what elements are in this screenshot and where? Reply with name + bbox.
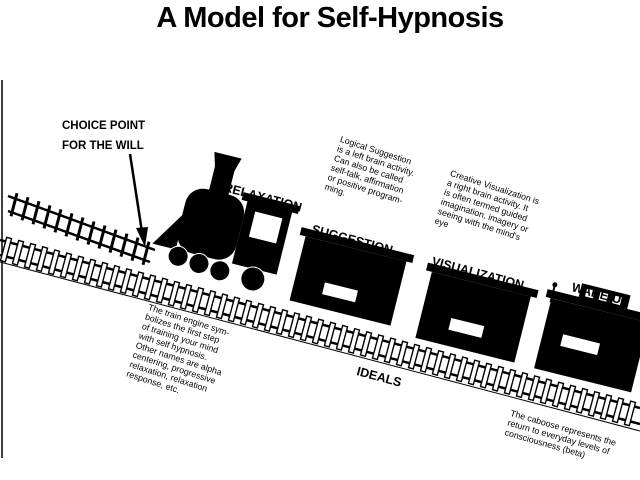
- track-tie: [275, 308, 289, 336]
- track-tie: [311, 318, 325, 345]
- choice-point-label: CHOICE POINT FOR THE WILL: [62, 116, 172, 156]
- track-tie: [71, 255, 85, 282]
- car-visualization: [415, 262, 539, 363]
- branch-tie: [31, 200, 41, 225]
- track-tie: [587, 390, 601, 418]
- branch-tie: [108, 229, 118, 253]
- track-tie: [143, 274, 157, 301]
- track-tie: [335, 324, 349, 351]
- track-tie: [119, 267, 133, 295]
- track-tie: [251, 302, 265, 329]
- choice-arrow: [128, 153, 148, 247]
- track-tie: [515, 371, 529, 399]
- track-tie: [347, 327, 361, 355]
- track-tie: [395, 340, 409, 367]
- track-tie: [191, 286, 205, 314]
- caboose: [534, 282, 640, 393]
- track-tie: [83, 258, 97, 285]
- car-suggestion: [289, 227, 415, 326]
- track-tie: [575, 387, 589, 414]
- page-title: A Model for Self-Hypnosis: [156, 2, 504, 34]
- branch-tie: [75, 217, 85, 241]
- track-tie: [95, 261, 109, 288]
- track-tie: [287, 312, 301, 339]
- track-tie: [167, 280, 181, 307]
- track-tie: [179, 283, 193, 310]
- track-tie: [203, 290, 217, 317]
- track-tie: [299, 315, 313, 342]
- track-tie: [479, 362, 493, 389]
- choice-point-line2: FOR THE WILL: [62, 140, 144, 152]
- branch-tie: [53, 208, 63, 233]
- track-tie: [359, 330, 373, 358]
- track-tie: [0, 236, 13, 263]
- track-tie: [47, 249, 61, 276]
- track-tie: [455, 356, 469, 383]
- branch-tie: [130, 237, 140, 262]
- track-tie: [503, 368, 517, 395]
- track-tie: [11, 239, 25, 266]
- track-tie: [443, 353, 457, 380]
- track-tie: [407, 343, 421, 370]
- branch-tie: [42, 204, 52, 229]
- track-tie: [23, 242, 37, 269]
- branch-tie: [20, 196, 30, 221]
- track-tie: [467, 359, 481, 386]
- track-tie: [323, 321, 337, 348]
- branch-tie: [9, 192, 19, 217]
- branch-tie: [141, 241, 151, 266]
- track-tie: [539, 378, 553, 405]
- track-tie: [551, 381, 565, 408]
- track-tie: [59, 252, 73, 279]
- track-tie: [431, 349, 445, 377]
- track-tie: [611, 397, 625, 424]
- branch-tie: [64, 213, 74, 237]
- track-tie: [527, 375, 541, 402]
- track-tie: [419, 346, 433, 373]
- track-tie: [623, 400, 637, 427]
- track-tie: [599, 393, 613, 421]
- main-track: [0, 236, 640, 432]
- track-tie: [563, 384, 577, 411]
- choice-point-line1: CHOICE POINT: [62, 120, 146, 132]
- track-tie: [383, 337, 397, 364]
- branch-tie: [97, 225, 107, 249]
- track-tie: [107, 264, 121, 292]
- branch-tie: [119, 233, 129, 257]
- track-tie: [263, 305, 277, 332]
- branch-track: [7, 192, 156, 266]
- track-tie: [155, 277, 169, 304]
- track-tie: [371, 334, 385, 361]
- track-tie: [239, 299, 253, 326]
- engine: [152, 151, 300, 292]
- track-tie: [491, 365, 505, 392]
- track-tie: [215, 293, 229, 320]
- track-tie: [35, 245, 49, 273]
- track-tie: [227, 296, 241, 323]
- branch-tie: [86, 221, 96, 245]
- track-tie: [131, 271, 145, 298]
